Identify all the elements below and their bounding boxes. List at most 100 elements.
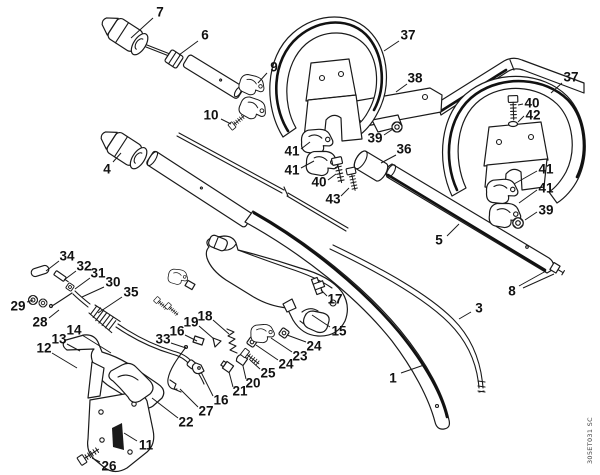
callout-15: 15 bbox=[331, 324, 347, 339]
callout-9: 9 bbox=[270, 60, 278, 75]
flexible-drive-shaft bbox=[176, 132, 349, 232]
callout-leader-42 bbox=[517, 115, 525, 123]
callout-leader-30 bbox=[81, 286, 105, 298]
callout-leader-24 bbox=[286, 334, 307, 343]
part-6-sleeve bbox=[182, 54, 244, 99]
connector-rod bbox=[145, 44, 171, 57]
callout-21: 21 bbox=[232, 384, 248, 399]
callout-27: 27 bbox=[198, 404, 213, 419]
callout-leader-14 bbox=[81, 334, 112, 354]
part-10-screw bbox=[227, 112, 247, 131]
callout-35: 35 bbox=[123, 285, 139, 300]
callout-29: 29 bbox=[10, 299, 25, 314]
callout-39: 39 bbox=[367, 131, 382, 146]
callout-leader-37 bbox=[550, 82, 563, 94]
callout-leader-10 bbox=[220, 118, 232, 125]
callout-leader-8 bbox=[522, 273, 555, 289]
cable-guide-plate bbox=[184, 279, 196, 291]
callout-leader-8 bbox=[518, 270, 547, 287]
part-18-spring bbox=[226, 328, 238, 354]
part-1-main-tube bbox=[244, 210, 451, 430]
callout-leader-36 bbox=[380, 154, 397, 164]
part-9-clamp-upper bbox=[235, 69, 269, 101]
part-37-loop-handle-right bbox=[442, 75, 586, 204]
callout-leader-6 bbox=[178, 40, 199, 56]
callout-leader-24 bbox=[255, 344, 279, 361]
part-6-nut bbox=[164, 49, 184, 69]
part-24-washer bbox=[277, 326, 291, 340]
callout-leader-12 bbox=[51, 352, 78, 369]
callout-12: 12 bbox=[36, 341, 51, 356]
callout-34: 34 bbox=[59, 249, 75, 264]
callout-leader-37 bbox=[383, 40, 400, 52]
callout-7: 7 bbox=[156, 5, 164, 20]
callout-4: 4 bbox=[103, 162, 111, 177]
callout-leader-19 bbox=[198, 325, 215, 340]
part-42-washer bbox=[507, 120, 519, 128]
part-3-liner-tube bbox=[329, 244, 486, 393]
callout-32: 32 bbox=[76, 259, 91, 274]
part-36-bushing bbox=[353, 150, 389, 182]
callout-leader-28 bbox=[48, 309, 60, 319]
callout-41: 41 bbox=[538, 181, 554, 196]
callout-14: 14 bbox=[66, 323, 82, 338]
callout-leader-3 bbox=[458, 311, 472, 320]
callout-33: 33 bbox=[155, 332, 171, 347]
housing-screw bbox=[164, 302, 181, 318]
callout-leader-26 bbox=[91, 457, 101, 463]
callout-10: 10 bbox=[203, 108, 218, 123]
callout-19: 19 bbox=[183, 315, 198, 330]
callout-leader-7 bbox=[130, 17, 154, 39]
callout-leader-23 bbox=[270, 337, 293, 353]
callout-leader-31 bbox=[74, 277, 91, 290]
part-9-clamp-lower bbox=[235, 91, 271, 126]
callout-leader-32 bbox=[63, 270, 77, 281]
callout-23: 23 bbox=[292, 349, 308, 364]
part-21-bushing bbox=[220, 360, 235, 374]
callout-20: 20 bbox=[245, 376, 260, 391]
part-40-bolt-right bbox=[507, 94, 519, 121]
callout-41: 41 bbox=[284, 144, 300, 159]
callout-leader-38 bbox=[395, 83, 408, 93]
callout-leader-20 bbox=[242, 365, 247, 380]
callout-1: 1 bbox=[389, 371, 397, 386]
callout-5: 5 bbox=[435, 233, 443, 248]
part-19-wedge bbox=[212, 337, 222, 348]
callout-leader-9 bbox=[257, 72, 268, 84]
callout-40: 40 bbox=[311, 175, 326, 190]
diagram-code: 305ET031 SC bbox=[586, 417, 594, 464]
callout-13: 13 bbox=[51, 332, 67, 347]
callout-leader-5 bbox=[446, 223, 460, 237]
part-39-nut bbox=[512, 217, 524, 229]
callout-24: 24 bbox=[278, 357, 294, 372]
callout-16: 16 bbox=[213, 393, 229, 408]
callout-26: 26 bbox=[101, 459, 117, 474]
callout-leader-21 bbox=[228, 371, 234, 388]
callout-leader-27 bbox=[179, 388, 199, 408]
callout-leader-1 bbox=[400, 364, 425, 374]
callout-41: 41 bbox=[284, 163, 300, 178]
callout-leader-4 bbox=[112, 152, 122, 163]
callout-18: 18 bbox=[197, 309, 213, 324]
part-16-clip bbox=[191, 362, 205, 375]
callout-leader-35 bbox=[97, 296, 123, 314]
callout-leader-22 bbox=[151, 397, 179, 419]
callout-30: 30 bbox=[105, 275, 120, 290]
callout-41: 41 bbox=[538, 162, 554, 177]
callout-leader-39 bbox=[524, 211, 538, 221]
part-40-bolt bbox=[330, 155, 348, 185]
callout-25: 25 bbox=[260, 366, 276, 381]
callout-leader-40 bbox=[517, 103, 524, 106]
callout-leader-17 bbox=[320, 289, 328, 297]
callout-leader-40 bbox=[327, 173, 337, 181]
callout-leader-16 bbox=[200, 371, 214, 397]
callout-leader-13 bbox=[66, 343, 81, 352]
callout-6: 6 bbox=[201, 28, 209, 43]
callout-31: 31 bbox=[90, 266, 106, 281]
callout-leader-18 bbox=[212, 319, 230, 335]
callout-leader-15 bbox=[311, 314, 331, 328]
callout-leader-29 bbox=[26, 299, 34, 303]
callout-leader-41 bbox=[300, 160, 315, 169]
part-22-trigger bbox=[108, 362, 154, 403]
